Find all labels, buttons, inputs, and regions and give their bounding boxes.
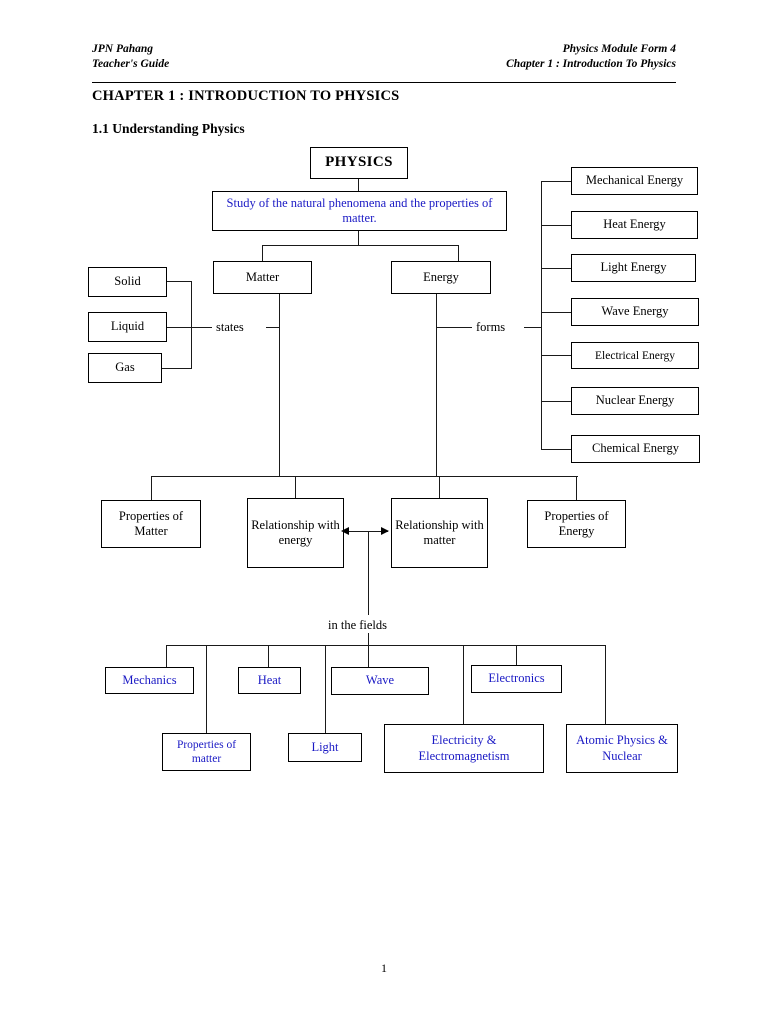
running-head-left-line1: JPN Pahang [92,43,154,55]
connector-bus-to-relationship-energy [295,476,297,498]
node-energy: Energy [391,261,491,294]
node-field-light: Light [288,733,362,762]
label-forms: forms [476,320,506,334]
node-field-electronics: Electronics [471,665,562,693]
connector-gas-stub [162,368,192,370]
chapter-title: CHAPTER 1 : INTRODUCTION TO PHYSICS [92,88,400,104]
section-title: 1.1 Understanding Physics [92,121,245,136]
connector-to-energy [458,245,460,262]
connector-solid-stub [167,281,192,283]
connector-drop-light [325,645,327,733]
node-state-liquid: Liquid [88,312,167,342]
label-in-the-fields: in the fields [328,618,388,632]
connector-states-rail [191,281,193,369]
node-field-atomic-physics-nuclear: Atomic Physics & Nuclear [566,724,678,773]
connector-stub-light [541,268,572,270]
connector-physics-to-definition [358,179,360,191]
arrowhead-right-icon [381,527,389,535]
connector-drop-electronics [516,645,518,667]
trunk-energy [436,294,438,476]
node-matter: Matter [213,261,312,294]
connector-states-to-matter-trunk [266,327,279,329]
node-field-heat: Heat [238,667,301,694]
node-definition: Study of the natural phenomena and the p… [212,191,507,231]
node-physics: PHYSICS [310,147,408,179]
arrowhead-left-icon [341,527,349,535]
running-head-left-line2: Teacher's Guide [92,58,170,70]
node-properties-of-energy: Properties of Energy [527,500,626,548]
node-energy-nuclear: Nuclear Energy [571,387,699,415]
connector-fields-bus [166,645,606,647]
node-relationship-with-energy: Relationship with energy [247,498,344,568]
node-field-mechanics: Mechanics [105,667,194,694]
node-state-solid: Solid [88,267,167,297]
connector-bus-to-properties-matter [151,476,153,500]
connector-bus-to-properties-energy [576,476,578,500]
node-energy-electrical: Electrical Energy [571,342,699,369]
connector-bus-to-relationship-matter [439,476,441,498]
connector-to-matter [262,245,264,262]
node-energy-mechanical: Mechanical Energy [571,167,698,195]
connector-drop-atomic-physics [605,645,607,724]
connector-fields-label-to-bus [368,633,370,646]
connector-drop-heat [268,645,270,667]
connector-stub-heat [541,225,572,227]
connector-stub-nuclear [541,401,572,403]
label-states: states [216,320,244,334]
page-number: 1 [381,961,387,975]
node-field-electricity-electromagnetism: Electricity & Electromagnetism [384,724,544,773]
connector-drop-wave [368,645,370,667]
node-energy-chemical: Chemical Energy [571,435,700,463]
connector-drop-properties-of-matter [206,645,208,733]
connector-definition-down [358,231,360,246]
node-field-wave: Wave [331,667,429,695]
connector-stub-mechanical [541,181,572,183]
trunk-matter [279,294,281,476]
connector-stub-wave [541,312,572,314]
connector-liquid-to-states-label [167,327,212,329]
connector-split-bar-matter-energy [262,245,459,247]
connector-drop-electricity [463,645,465,724]
connector-energy-forms-rail [541,181,543,449]
running-head: JPN Pahang Teacher's Guide Physics Modul… [92,42,676,76]
header-divider-rule [92,82,676,83]
connector-stub-chemical [541,449,572,451]
connector-drop-mechanics [166,645,168,667]
node-energy-heat: Heat Energy [571,211,698,239]
node-relationship-with-matter: Relationship with matter [391,498,488,568]
connector-relationship-bus [151,476,578,478]
node-properties-of-matter: Properties of Matter [101,500,201,548]
connector-stub-electrical [541,355,572,357]
running-head-right-line1: Physics Module Form 4 [562,43,676,55]
connector-energy-trunk-to-forms-label [436,327,472,329]
running-head-right-line2: Chapter 1 : Introduction To Physics [506,58,676,70]
node-energy-wave: Wave Energy [571,298,699,326]
connector-forms-to-energy-rail [524,327,542,329]
node-energy-light: Light Energy [571,254,696,282]
connector-relationship-to-fields [368,531,370,615]
node-field-properties-of-matter: Properties of matter [162,733,251,771]
node-state-gas: Gas [88,353,162,383]
